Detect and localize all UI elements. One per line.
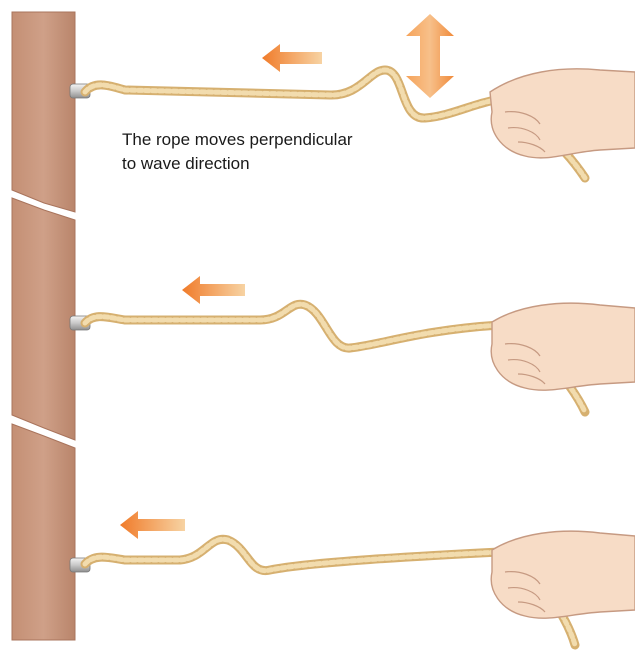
caption-line-2: to wave direction	[122, 152, 353, 176]
caption: The rope moves perpendicular to wave dir…	[122, 128, 353, 176]
left-arrow-icon	[120, 511, 185, 539]
post-segment-top	[12, 12, 75, 212]
caption-line-1: The rope moves perpendicular	[122, 128, 353, 152]
hand-icon	[491, 531, 635, 618]
hand-icon	[490, 69, 635, 158]
post-segment-bottom	[12, 424, 75, 640]
wooden-post	[12, 12, 75, 640]
left-arrow-icon	[182, 276, 245, 304]
post-segment-middle	[12, 198, 75, 440]
up-down-arrow-icon	[406, 14, 454, 98]
hand-icon	[491, 303, 635, 390]
left-arrow-icon	[262, 44, 322, 72]
